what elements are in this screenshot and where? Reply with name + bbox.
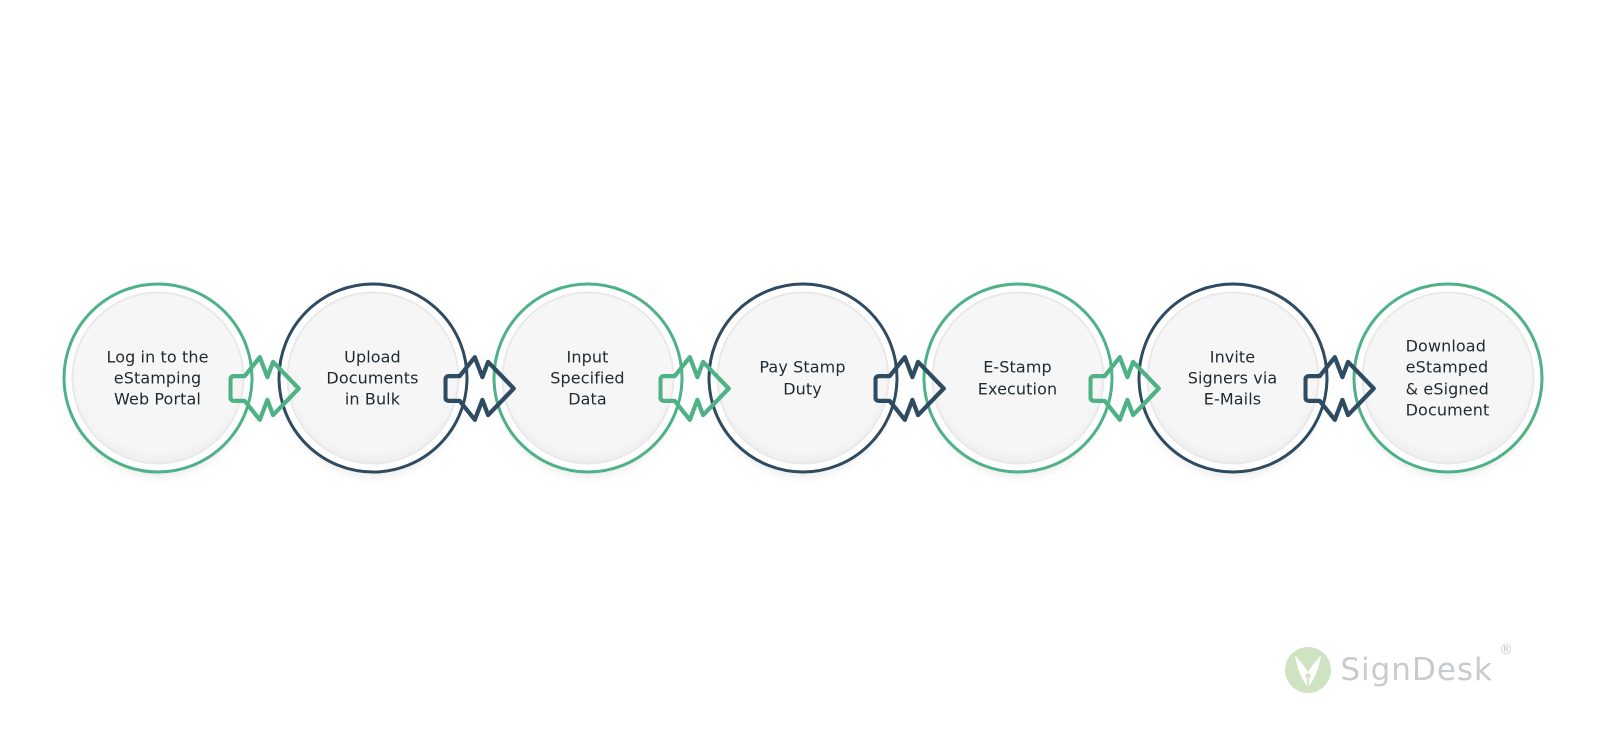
step-circle-download: Download eStamped & eSigned Document bbox=[1352, 282, 1543, 474]
registered-trademark-icon: ® bbox=[1499, 642, 1513, 658]
step-circle-invite-signers: Invite Signers via E-Mails bbox=[1137, 282, 1328, 474]
step-label: Download eStamped & eSigned Document bbox=[1405, 336, 1490, 420]
step-circle-input-data: Input Specified Data bbox=[492, 282, 683, 474]
step-circle-upload: Upload Documents in Bulk bbox=[277, 282, 468, 474]
step-circle-login: Log in to the eStamping Web Portal bbox=[62, 282, 253, 474]
step-label: Log in to the eStamping Web Portal bbox=[106, 347, 209, 409]
step-circle-pay-duty: Pay Stamp Duty bbox=[707, 282, 898, 474]
arrow-right-icon bbox=[228, 354, 301, 422]
arrow-right-icon bbox=[1088, 354, 1161, 422]
arrow-right-icon bbox=[873, 354, 946, 422]
step-label: Input Specified Data bbox=[550, 347, 625, 409]
step-label: Upload Documents in Bulk bbox=[326, 347, 419, 409]
step-label: Invite Signers via E-Mails bbox=[1187, 347, 1278, 409]
logo-wordmark: SignDesk bbox=[1340, 652, 1493, 688]
arrow-right-icon bbox=[658, 354, 731, 422]
estamping-process-flow: Log in to the eStamping Web Portal Uploa… bbox=[62, 282, 1543, 474]
arrow-right-icon bbox=[443, 354, 516, 422]
step-label: E-Stamp Execution bbox=[977, 357, 1058, 398]
signdesk-logo: SignDesk ® bbox=[1284, 642, 1513, 694]
step-circle-estamp-execution: E-Stamp Execution bbox=[922, 282, 1113, 474]
pen-nib-icon bbox=[1285, 647, 1332, 693]
step-label: Pay Stamp Duty bbox=[759, 357, 846, 398]
arrow-right-icon bbox=[1303, 354, 1376, 422]
